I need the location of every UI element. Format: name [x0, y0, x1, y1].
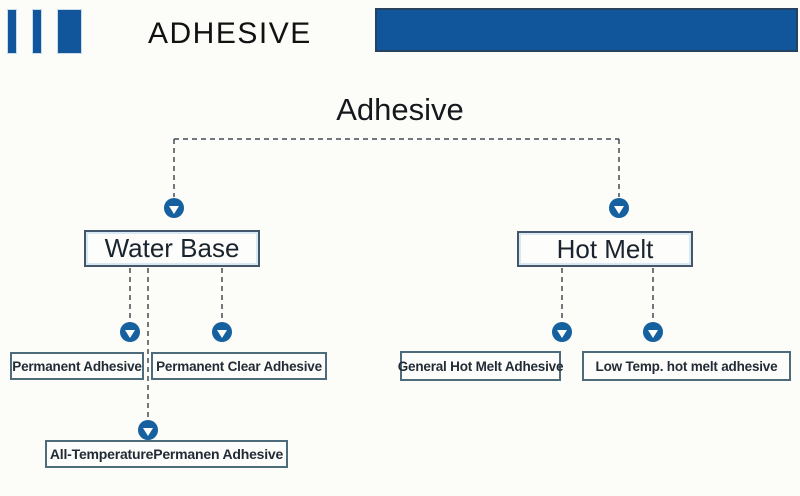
- arrow-down-icon: [164, 198, 184, 218]
- arrow-down-icon: [552, 322, 572, 342]
- arrow-down-icon: [643, 322, 663, 342]
- arrow-down-icon: [609, 198, 629, 218]
- brand-bar-icon: [7, 9, 17, 54]
- triangle-glyph: [169, 205, 179, 214]
- triangle-glyph: [648, 329, 658, 338]
- node-general-hot-melt-adhesive: General Hot Melt Adhesive: [398, 351, 563, 381]
- triangle-glyph: [557, 329, 567, 338]
- triangle-glyph: [125, 329, 135, 338]
- header-title: ADHESIVE: [148, 17, 312, 50]
- node-low-temp-hot-melt-adhesive: Low Temp. hot melt adhesive: [582, 351, 791, 381]
- triangle-glyph: [217, 329, 227, 338]
- brand-bar-icon: [32, 9, 42, 54]
- triangle-glyph: [614, 205, 624, 214]
- header-banner: [375, 8, 798, 52]
- arrow-down-icon: [120, 322, 140, 342]
- node-hot-melt: Hot Melt: [517, 231, 693, 267]
- arrow-down-icon: [212, 322, 232, 342]
- arrow-down-icon: [138, 420, 158, 440]
- brand-bar-icon: [57, 9, 82, 54]
- diagram-root-label: Adhesive: [336, 92, 464, 127]
- node-permanent-adhesive: Permanent Adhesive: [10, 352, 144, 380]
- node-all-temperature-permanen-adhesive: All-TemperaturePermanen Adhesive: [45, 440, 288, 468]
- triangle-glyph: [143, 427, 153, 436]
- node-water-base: Water Base: [84, 230, 260, 267]
- node-permanent-clear-adhesive: Permanent Clear Adhesive: [151, 352, 327, 380]
